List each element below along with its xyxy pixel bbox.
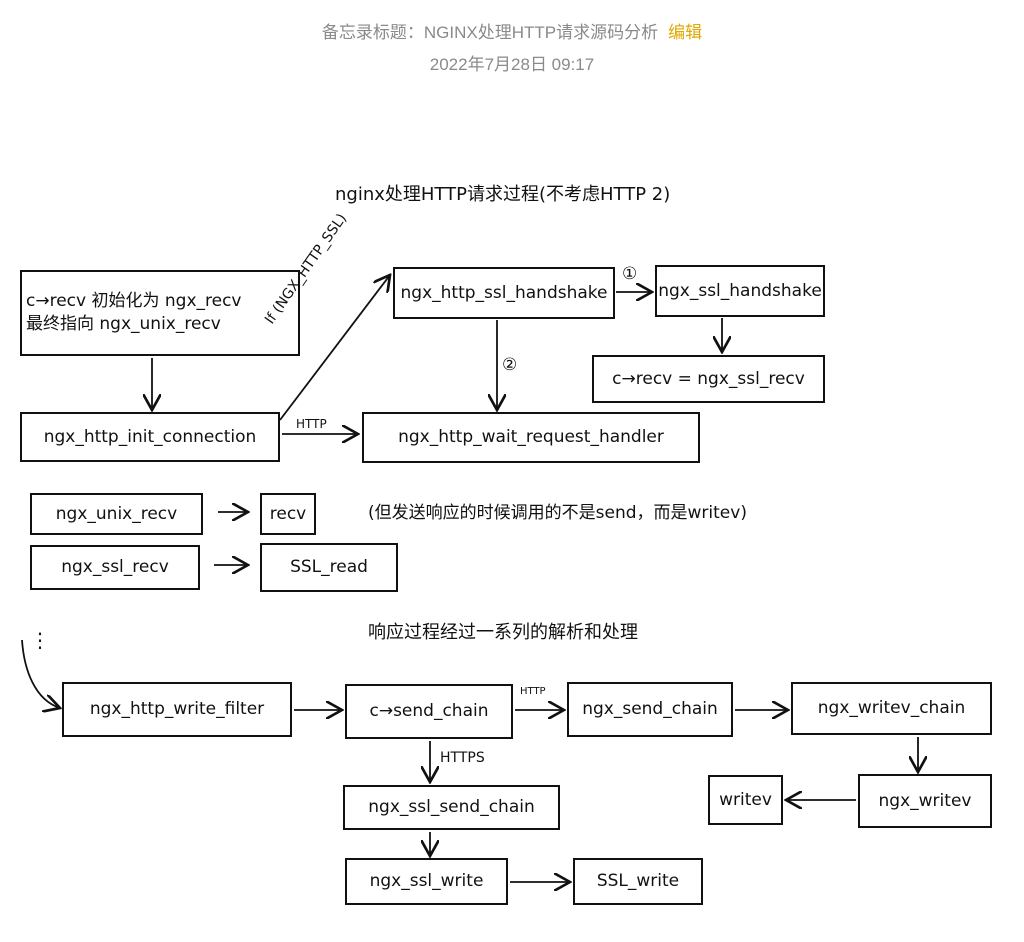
response-title: 响应过程经过一系列的解析和处理 <box>368 622 638 643</box>
http-label: HTTP <box>296 417 327 431</box>
writev-chain-box: ngx_writev_chain <box>791 682 992 735</box>
ssl-write-box: ngx_ssl_write <box>345 858 508 905</box>
ssl-read-box: SSL_read <box>260 543 398 592</box>
recv-box: recv <box>260 493 316 535</box>
https-label: HTTPS <box>440 750 485 766</box>
init-connection-box: ngx_http_init_connection <box>20 412 280 462</box>
http-small-label: HTTP <box>520 686 546 697</box>
write-filter-box: ngx_http_write_filter <box>62 682 292 737</box>
ssl-send-chain-box: ngx_ssl_send_chain <box>343 785 560 830</box>
ngx-writev-box: ngx_writev <box>858 774 992 828</box>
http-ssl-handshake-box: ngx_http_ssl_handshake <box>393 267 615 319</box>
note-title-bar: 备忘录标题：NGINX处理HTTP请求源码分析编辑 <box>0 18 1024 43</box>
arrow-init-to-ssl-handshake <box>279 275 390 421</box>
send-note: (但发送响应的时候调用的不是send，而是writev) <box>368 503 747 523</box>
ssl-recv-box: ngx_ssl_recv <box>30 545 200 590</box>
recv-assign-box: c→recv = ngx_ssl_recv <box>592 355 825 403</box>
step2-label: ② <box>502 355 518 375</box>
ellipsis: ⋮ <box>30 628 50 652</box>
note-date: 2022年7月28日 09:17 <box>429 55 595 74</box>
unix-recv-box: ngx_unix_recv <box>30 493 203 535</box>
edit-button[interactable]: 编辑 <box>668 23 703 42</box>
diagram-title: nginx处理HTTP请求过程(不考虑HTTP 2) <box>335 184 671 205</box>
ssl-handshake-box: ngx_ssl_handshake <box>655 265 825 317</box>
send-chain-box: ngx_send_chain <box>567 682 733 737</box>
recv-init-note-box: c→recv 初始化为 ngx_recv 最终指向 ngx_unix_recv <box>20 270 300 356</box>
note-title: 备忘录标题：NGINX处理HTTP请求源码分析 <box>321 23 659 42</box>
writev-box: writev <box>708 775 783 825</box>
SSL-write-box: SSL_write <box>573 858 703 905</box>
recv-init-line2: 最终指向 ngx_unix_recv <box>26 314 221 334</box>
recv-init-line1: c→recv 初始化为 ngx_recv <box>26 291 242 312</box>
wait-request-handler-box: ngx_http_wait_request_handler <box>362 412 700 463</box>
send-chain-ptr-box: c→send_chain <box>345 684 513 739</box>
arrow-ellipsis <box>21 639 60 708</box>
step1-label: ① <box>622 264 638 284</box>
